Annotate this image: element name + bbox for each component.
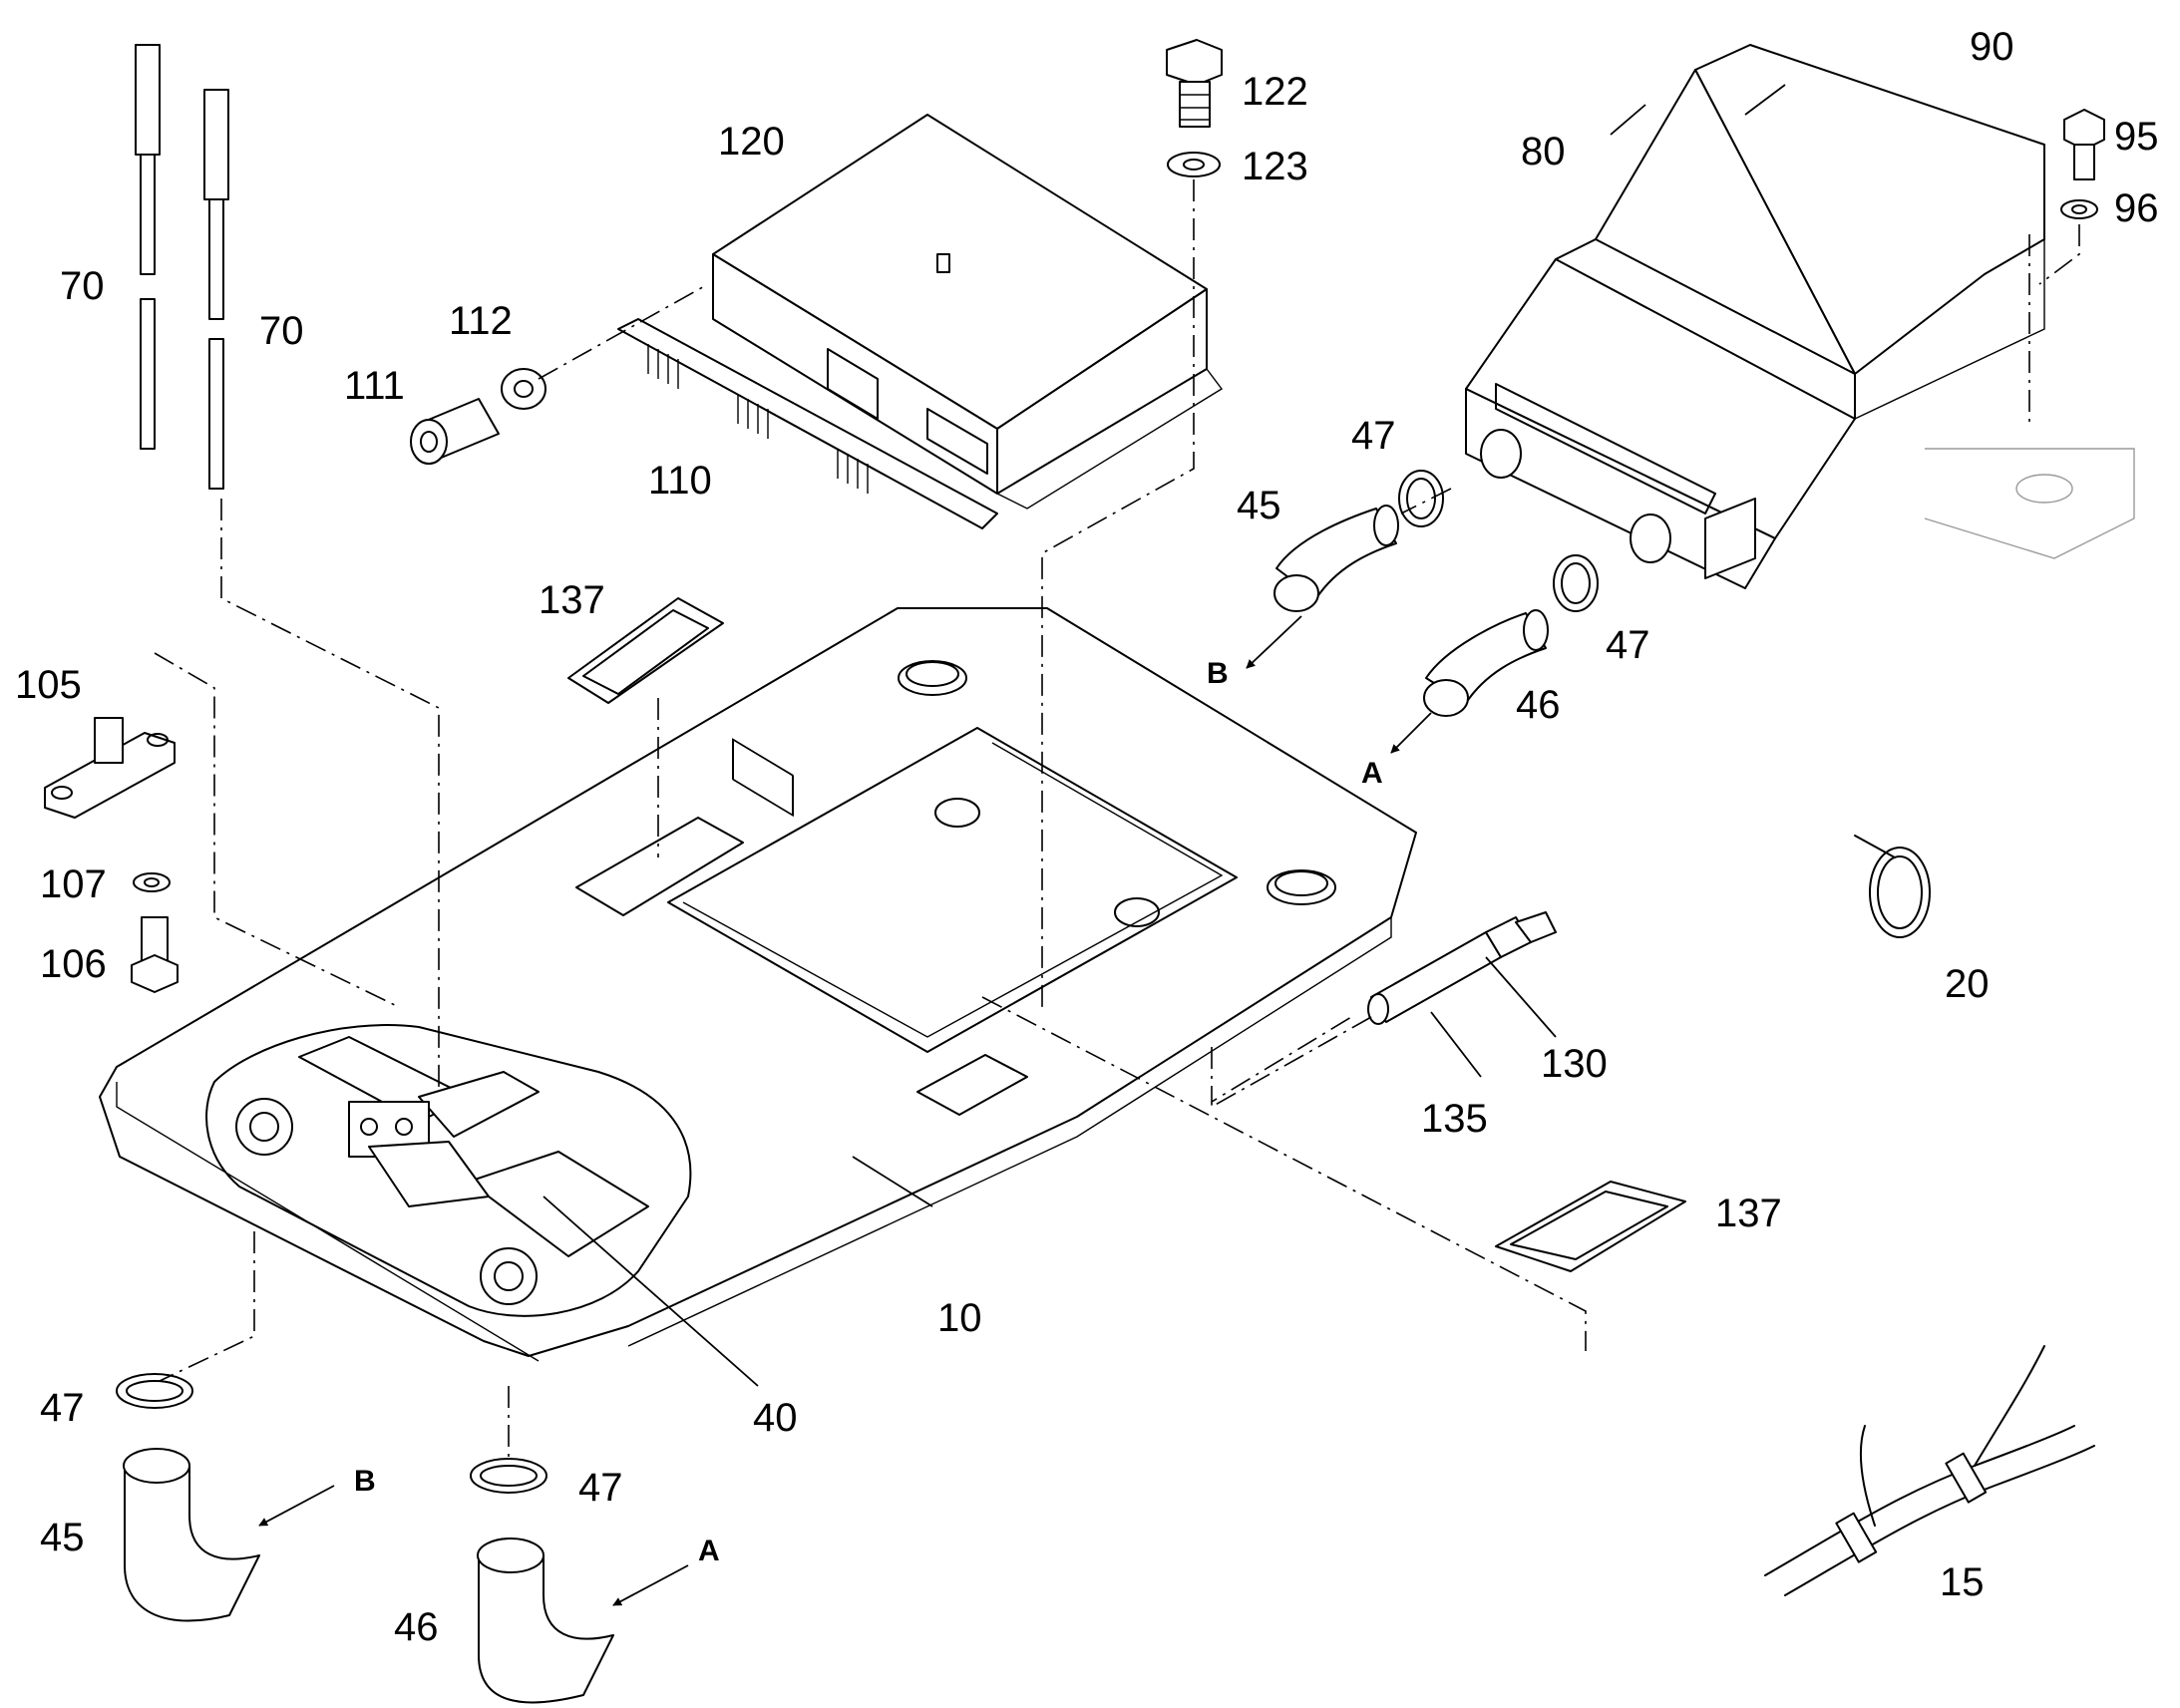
bracket-105 (44, 717, 176, 819)
hose-clamp-upper-1 (1398, 470, 1444, 527)
heater-unit (1465, 44, 2135, 589)
callout-95: 95 (2114, 115, 2159, 159)
rod-70-right (203, 89, 229, 490)
hose-45-upper (1273, 505, 1399, 612)
callout-46-lower: 46 (394, 1605, 439, 1649)
seal-frame-lower (1495, 1181, 1686, 1272)
wiring-harness (1764, 1345, 2095, 1596)
callout-107: 107 (40, 862, 107, 906)
bolt-122 (1166, 39, 1223, 128)
callout-labels: 70 70 105 107 106 111 112 110 120 122 12… (15, 25, 2159, 1649)
mark-b-lower: B (354, 1465, 376, 1498)
floor-plate (99, 607, 1417, 1362)
callout-46-upper: 46 (1516, 683, 1561, 727)
washer-112 (501, 368, 546, 410)
mark-a-lower: A (698, 1535, 720, 1567)
vent-grille (617, 318, 998, 529)
callout-130: 130 (1541, 1042, 1608, 1086)
rod-70-left (135, 44, 161, 450)
callout-122: 122 (1242, 70, 1308, 114)
callout-90: 90 (1970, 25, 2014, 69)
callout-40: 40 (753, 1396, 798, 1440)
alignment-lines (154, 179, 2080, 1461)
elbow-hose-45-lower (123, 1448, 260, 1622)
callout-111: 111 (344, 364, 405, 408)
callout-123: 123 (1242, 145, 1308, 188)
hose-clamp-upper-2 (1553, 554, 1599, 612)
bolt-106 (131, 916, 179, 993)
elbow-hose-46-lower (477, 1537, 614, 1704)
callout-137-lower: 137 (1715, 1192, 1782, 1235)
callout-20: 20 (1945, 962, 1990, 1006)
washer-107 (133, 872, 171, 892)
callout-70-left: 70 (60, 264, 105, 308)
cable-tie (1854, 835, 1931, 938)
callout-47-lower-2: 47 (578, 1466, 623, 1510)
washer-96 (2060, 199, 2098, 219)
callout-15: 15 (1940, 1560, 1985, 1604)
control-box (712, 114, 1224, 817)
callout-96: 96 (2114, 186, 2159, 230)
connection-arrows (258, 615, 1432, 1606)
callout-110: 110 (648, 459, 712, 503)
callout-135: 135 (1421, 1097, 1488, 1141)
connection-letters: B A B A (354, 657, 1383, 1567)
seal-frame-upper (567, 597, 724, 704)
callout-47-lower-1: 47 (40, 1386, 85, 1430)
washer-123 (1167, 152, 1221, 177)
callout-80: 80 (1521, 130, 1566, 173)
fitting (1367, 911, 1557, 1025)
callout-106: 106 (40, 942, 107, 986)
callout-45-lower: 45 (40, 1516, 85, 1559)
callout-120: 120 (718, 120, 785, 164)
callout-112: 112 (449, 299, 513, 343)
callout-137-upper: 137 (539, 578, 605, 622)
hose-clamp-lower-1 (116, 1373, 193, 1409)
callout-105: 105 (15, 663, 82, 707)
callout-45-upper: 45 (1237, 484, 1281, 527)
socket-screw (410, 398, 500, 465)
hose-clamp-lower-2 (470, 1458, 547, 1494)
callout-47-upper-2: 47 (1606, 623, 1650, 667)
callout-10: 10 (937, 1296, 982, 1340)
mark-a-upper: A (1361, 757, 1383, 790)
mark-b-upper: B (1207, 657, 1229, 690)
callout-leaders (543, 84, 1786, 1387)
bolt-95 (2063, 109, 2105, 180)
callout-47-upper-1: 47 (1351, 414, 1396, 458)
callout-70-right: 70 (259, 309, 304, 353)
hose-46-upper (1423, 609, 1549, 717)
